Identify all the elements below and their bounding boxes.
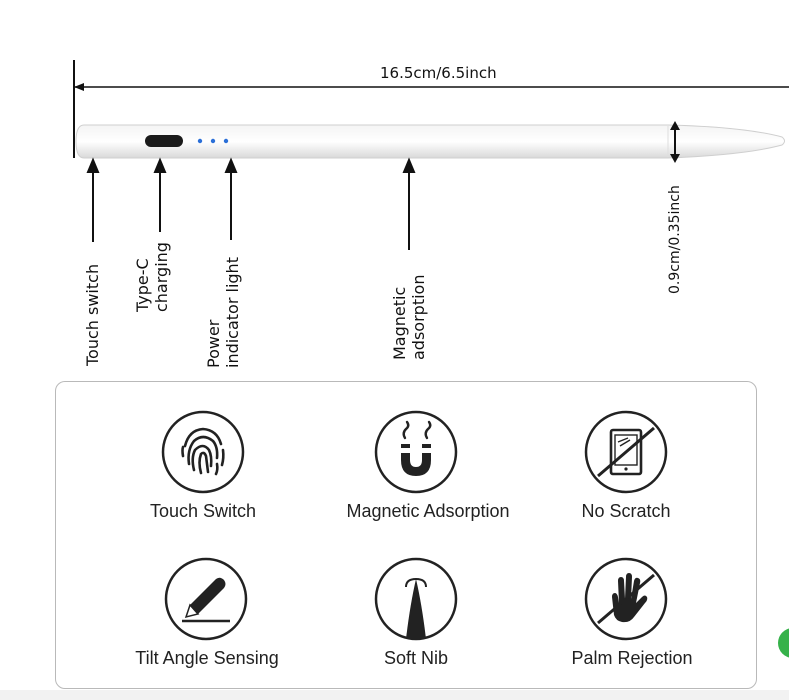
type-c-port [145, 135, 183, 147]
no-scratch-tablet-icon [584, 410, 668, 494]
callout-power-indicator: Power indicator light [204, 257, 242, 368]
palm-rejection-icon [584, 557, 668, 641]
indicator-dot-2 [210, 138, 216, 144]
callout-type-c-charging: Type-C charging [133, 242, 171, 312]
indicator-dot-1 [197, 138, 203, 144]
callout-touch-switch: Touch switch [83, 263, 102, 366]
feature-label-touch-switch: Touch Switch [149, 501, 257, 521]
bottom-strip [0, 690, 789, 700]
callout-arrows [86, 157, 416, 250]
callout-power-line2: indicator light [223, 257, 242, 368]
stylus-pen-body [75, 124, 785, 159]
callout-magnetic-line2: adsorption [409, 274, 428, 360]
length-label: 16.5cm/6.5inch [380, 64, 497, 82]
diameter-label: 0.9cm/0.35inch [667, 185, 683, 294]
fingerprint-icon [161, 410, 245, 494]
feature-label-no-scratch: No Scratch [581, 501, 671, 521]
length-arrowhead [74, 83, 84, 91]
callout-magnetic-adsorption: Magnetic adsorption [390, 275, 428, 360]
feature-label-soft-nib: Soft Nib [383, 648, 449, 668]
callout-type-c-line2: charging [152, 242, 171, 312]
feature-label-tilt-angle-sensing: Tilt Angle Sensing [135, 648, 279, 668]
soft-nib-icon [374, 557, 458, 641]
callout-magnetic-line1: Magnetic [390, 286, 409, 360]
tilt-pen-icon [164, 557, 248, 641]
indicator-dot-3 [223, 138, 229, 144]
accent-dot [778, 628, 789, 658]
feature-label-magnetic-adsorption: Magnetic Adsorption [346, 501, 510, 521]
diameter-arrow-bottom [670, 154, 680, 163]
feature-label-palm-rejection: Palm Rejection [571, 648, 693, 668]
pen-diagram [73, 60, 789, 250]
callout-type-c-line1: Type-C [133, 258, 152, 312]
diameter-arrow-top [670, 121, 680, 130]
magnet-icon [374, 410, 458, 494]
callout-power-line1: Power [204, 319, 223, 368]
